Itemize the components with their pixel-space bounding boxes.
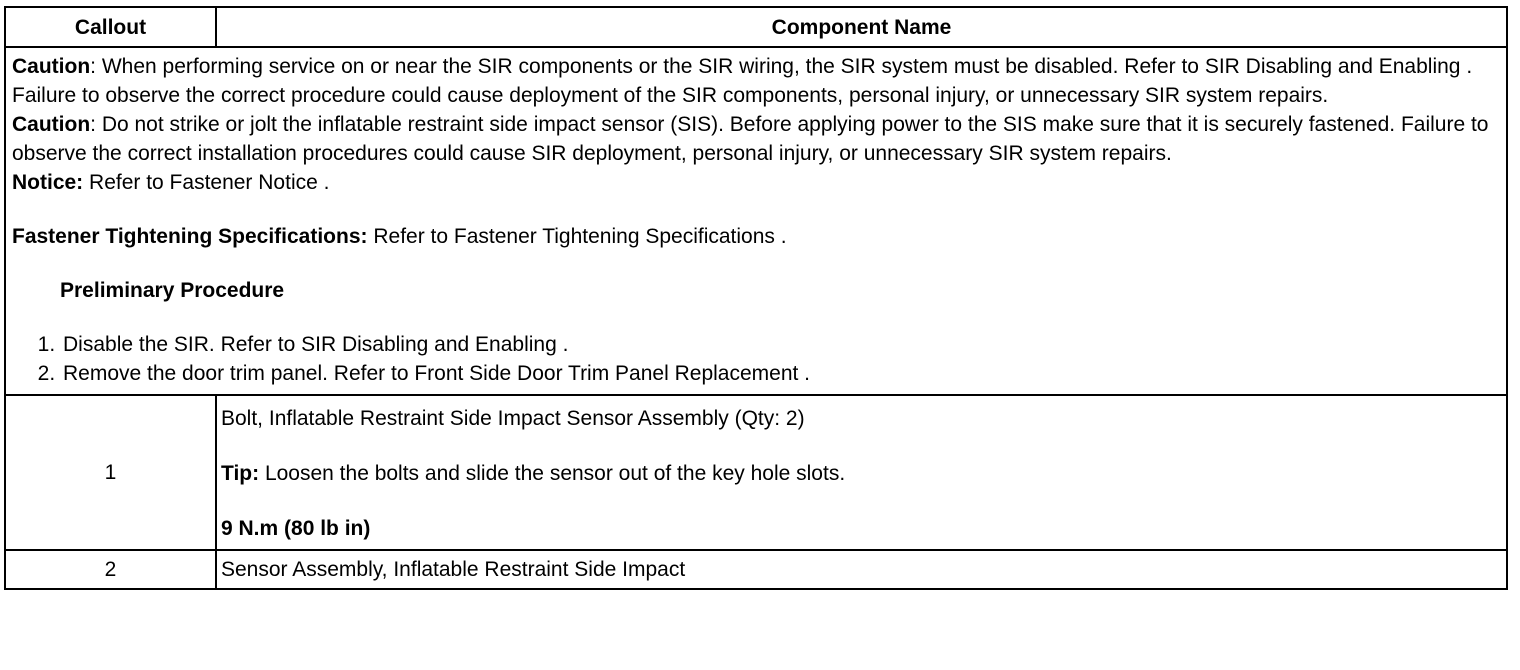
step-item: Remove the door trim panel. Refer to Fro… <box>61 359 1500 388</box>
procedure-table: Callout Component Name Caution: When per… <box>4 6 1508 590</box>
header-row: Callout Component Name <box>4 6 1508 48</box>
preliminary-steps: Disable the SIR. Refer to SIR Disabling … <box>12 330 1500 388</box>
callout-cell: 2 <box>4 549 217 590</box>
caution-1-text: : When performing service on or near the… <box>12 55 1473 107</box>
caution-2-label: Caution <box>12 113 91 136</box>
component-name-header: Component Name <box>215 6 1508 48</box>
caution-2-text: : Do not strike or jolt the inflatable r… <box>12 113 1489 165</box>
tip-label: Tip: <box>221 462 260 485</box>
fastener-spec: Fastener Tightening Specifications: Refe… <box>12 222 1500 251</box>
caution-2: Caution: Do not strike or jolt the infla… <box>12 110 1500 168</box>
torque-spec: 9 N.m (80 lb in) <box>221 514 1502 543</box>
caution-1: Caution: When performing service on or n… <box>12 52 1500 110</box>
torque-value: 9 N.m (80 lb in) <box>221 517 371 540</box>
callout-header: Callout <box>4 6 217 48</box>
component-name: Bolt, Inflatable Restraint Side Impact S… <box>221 407 805 430</box>
step-item: Disable the SIR. Refer to SIR Disabling … <box>61 330 1500 359</box>
notes-cell: Caution: When performing service on or n… <box>4 46 1508 396</box>
table-row: 2 Sensor Assembly, Inflatable Restraint … <box>4 549 1508 590</box>
procedure-table-container: Callout Component Name Caution: When per… <box>4 6 1508 590</box>
notice: Notice: Refer to Fastener Notice . <box>12 168 1500 197</box>
component-cell: Bolt, Inflatable Restraint Side Impact S… <box>215 394 1508 551</box>
notes-row: Caution: When performing service on or n… <box>4 46 1508 396</box>
caution-1-label: Caution <box>12 55 91 78</box>
tip: Tip: Loosen the bolts and slide the sens… <box>221 459 1502 488</box>
notice-label: Notice: <box>12 171 84 194</box>
tip-text: Loosen the bolts and slide the sensor ou… <box>259 462 846 485</box>
component-name: Sensor Assembly, Inflatable Restraint Si… <box>215 549 1508 590</box>
notice-text: Refer to Fastener Notice . <box>83 171 330 194</box>
fastener-spec-label: Fastener Tightening Specifications: <box>12 225 368 248</box>
callout-cell: 1 <box>4 394 217 551</box>
preliminary-procedure-title: Preliminary Procedure <box>60 279 285 302</box>
table-row: 1 Bolt, Inflatable Restraint Side Impact… <box>4 394 1508 551</box>
fastener-spec-text: Refer to Fastener Tightening Specificati… <box>367 225 787 248</box>
